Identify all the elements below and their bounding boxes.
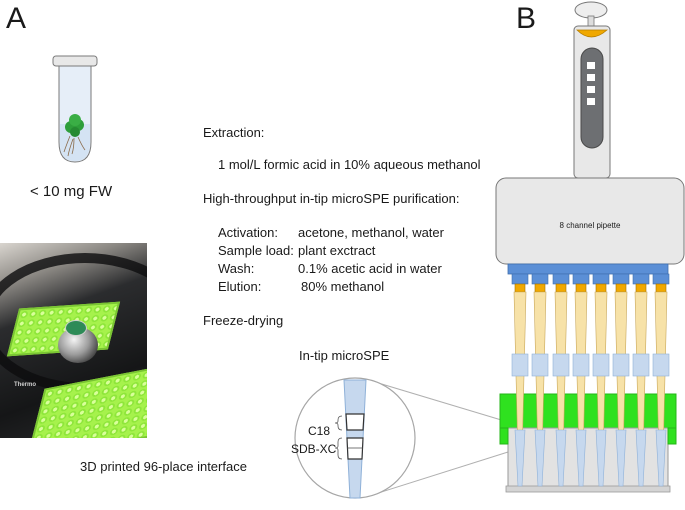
panel-b-label: B <box>516 2 537 35</box>
panel-a-label: A <box>6 2 27 35</box>
pipette-channels <box>511 273 670 487</box>
step-name: Sample load: <box>218 243 294 258</box>
step-name: Elution: <box>218 279 262 294</box>
photo-green-cap <box>65 320 87 336</box>
microspe-inset <box>294 377 509 499</box>
layer-sdbxc-label: SDB-XC <box>291 442 337 456</box>
freeze-drying-label: Freeze-drying <box>203 313 284 328</box>
step-name: Wash: <box>218 261 255 276</box>
microtube-icon <box>52 55 98 163</box>
layer-c18-label: C18 <box>308 424 331 438</box>
photo-brand-text: Thermo <box>14 382 37 388</box>
extraction-heading: Extraction: <box>203 125 265 140</box>
step-value: 0.1% acetic acid in water <box>298 261 442 276</box>
step-value: acetone, methanol, water <box>298 225 444 240</box>
step-value: plant exctract <box>298 243 376 258</box>
purification-heading: High-throughput in-tip microSPE purifica… <box>203 191 460 206</box>
multichannel-pipette-illustration <box>495 1 685 493</box>
tube-caption: < 10 mg FW <box>30 183 113 200</box>
photo-caption: 3D printed 96-place interface <box>80 459 247 474</box>
inset-title: In-tip microSPE <box>299 348 390 363</box>
step-value: 80% methanol <box>301 279 385 294</box>
interface-photo: Thermo <box>0 243 147 438</box>
pipette-body-label: 8 channel pipette <box>559 221 621 230</box>
step-name: Activation: <box>218 225 278 240</box>
extraction-detail: 1 mol/L formic acid in 10% aqueous metha… <box>218 157 481 172</box>
